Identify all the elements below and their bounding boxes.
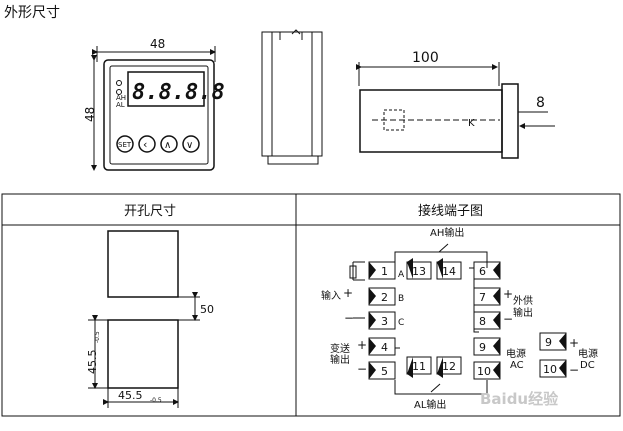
svg-text:输入: 输入 [321,289,341,302]
svg-text:AC: AC [510,360,524,371]
front-height-label: 48 [83,107,97,122]
flange-label: 8 [536,95,545,111]
svg-text:−: − [344,311,354,325]
bottom-terminals: 11 12 AL输出 [406,356,462,411]
svg-text:B: B [398,294,404,304]
length-label: 100 [412,50,439,66]
svg-text:输出: 输出 [513,306,533,319]
left-button[interactable] [138,135,156,153]
up-button[interactable] [160,135,178,153]
dc-terminals: 9 10 [539,332,567,378]
svg-text:14: 14 [442,265,456,278]
top-terminals: 13 14 AH输出 [406,226,464,280]
svg-text:9: 9 [479,341,486,354]
svg-text:13: 13 [412,265,426,278]
lcd-display [127,71,205,107]
svg-text:∧: ∧ [164,140,171,151]
svg-text:SET: SET [118,141,132,149]
page-title: 外形尺寸 [4,5,60,21]
svg-text:3: 3 [381,315,388,328]
cutout-diagram: 50 45.5 -0.5 45.5 -0.5 [86,230,214,408]
set-button[interactable] [116,135,134,153]
al-output-label: AL输出 [414,398,446,411]
down-button[interactable] [182,135,200,153]
svg-text:输出: 输出 [330,353,350,366]
svg-text:11: 11 [412,360,426,373]
bottom-table [1,193,621,417]
front-width-label: 48 [150,37,165,51]
svg-text:−: − [503,312,513,326]
housing-body [359,89,503,153]
svg-text:变送: 变送 [330,342,350,355]
svg-text:10: 10 [543,363,557,376]
cutout-height: 45.5 [86,350,99,375]
front-panel [103,59,215,171]
front-view: 48 48 AH AL 8.8.8.8 SET ‹ ∧ ∨ [83,37,225,171]
svg-text:∨: ∨ [186,140,193,151]
display-digits: 8.8.8.8 [132,80,225,105]
al-led-label: AL [116,101,125,109]
cutout-height-tol: -0.5 [94,331,101,343]
header-cutout: 开孔尺寸 [124,204,176,219]
side-profile [261,29,323,165]
svg-text:12: 12 [442,360,456,373]
wiring-labels: 输入 + − 变送 输出 + − + 外供 输出 − 电源 AC + 电源 DC… [321,286,598,377]
cutout-width: 45.5 [118,389,143,402]
ah-led [116,80,122,86]
svg-text:5: 5 [381,365,388,378]
front-flange [501,83,519,159]
svg-text:外供: 外供 [513,294,533,307]
side-mark: K [468,118,475,129]
svg-text:C: C [398,318,404,328]
header-wiring: 接线端子图 [418,203,483,219]
svg-text:1: 1 [381,265,388,278]
al-led [116,89,122,95]
svg-text:电源: 电源 [578,347,598,360]
svg-text:DC: DC [580,360,595,371]
svg-text:2: 2 [381,291,388,304]
svg-text:+: + [343,286,353,300]
svg-text:电源: 电源 [506,347,526,360]
svg-text:+: + [569,336,579,350]
watermark: Baidu经验 [480,390,559,408]
ah-output-label: AH输出 [430,226,464,239]
svg-text:A: A [398,270,405,280]
svg-text:+: + [357,338,367,352]
svg-text:9: 9 [545,336,552,349]
right-terminals: 6 7 8 9 10 [473,261,501,380]
svg-text:+: + [503,287,513,301]
left-terminals: 1 2 3 4 5 A B C [368,261,405,380]
svg-text:4: 4 [381,341,388,354]
svg-text:6: 6 [479,265,486,278]
svg-text:8: 8 [479,315,486,328]
svg-text:10: 10 [477,365,491,378]
svg-text:7: 7 [479,291,486,304]
ah-led-label: AH [116,94,126,102]
cutout-width-tol: -0.5 [150,397,162,404]
wiring-diagram: 1 2 3 4 5 A B C 13 14 AH输出 11 12 AL输出 [321,226,598,411]
side-view: 100 K 8 [356,50,555,159]
svg-text:−: − [569,363,579,377]
gap-label: 50 [200,303,214,316]
front-buttons: SET ‹ ∧ ∨ [116,135,200,153]
svg-text:−: − [357,362,367,376]
svg-text:‹: ‹ [143,138,147,151]
